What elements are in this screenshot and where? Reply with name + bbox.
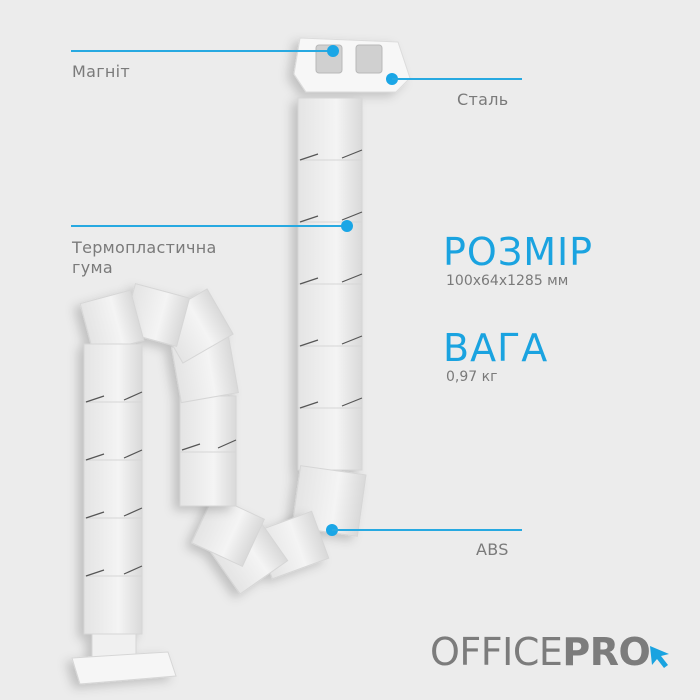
logo-text-pro: PRO (562, 630, 651, 674)
abs-callout-line (332, 529, 522, 531)
weight-value: 0,97 кг (446, 369, 498, 385)
steel-label: Сталь (457, 90, 509, 109)
thermoplastic-callout-dot (341, 220, 353, 232)
magnet-callout-dot (327, 45, 339, 57)
size-title: РОЗМІР (443, 230, 594, 274)
steel-callout-line (392, 78, 522, 80)
size-value: 100x64x1285 мм (446, 273, 569, 289)
logo-text-office: OFFICE (430, 630, 563, 674)
cursor-icon (649, 645, 671, 669)
weight-title: ВАГА (443, 326, 549, 370)
officepro-logo: OFFICEPRO (430, 630, 651, 674)
thermoplastic-label: Термопластична гума (72, 238, 217, 278)
abs-label: ABS (476, 540, 509, 559)
magnet-callout-line (71, 50, 333, 52)
magnet-label: Магніт (72, 62, 131, 81)
thermoplastic-callout-line (71, 225, 351, 227)
thermoplastic-label-line2: гума (72, 258, 113, 277)
thermoplastic-label-line1: Термопластична (72, 238, 217, 257)
